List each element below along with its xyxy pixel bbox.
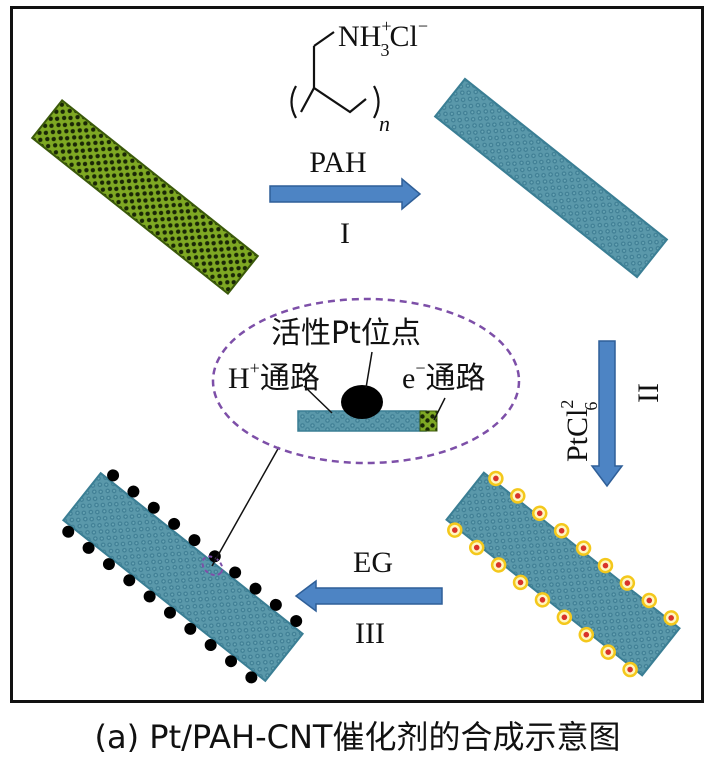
figure-caption: (a) Pt/PAH-CNT催化剂的合成示意图: [94, 718, 621, 756]
ptcl6-precursor-dot: [641, 592, 658, 609]
pt-nanoparticle: [188, 534, 201, 547]
ptcl6-precursor-dot: [531, 505, 548, 522]
ptcl6-precursor-dot: [490, 557, 507, 573]
arrow-step-1: [269, 177, 422, 211]
pt-nanoparticle: [184, 622, 197, 635]
pah-structure: [290, 31, 380, 119]
zoom-marker: [201, 555, 224, 577]
step-3-numeral: III: [355, 617, 385, 650]
pt-nanoparticle: [147, 501, 160, 514]
pt-nanoparticle: [107, 469, 120, 482]
step-2-numeral: II: [632, 383, 665, 403]
active-site-label: 活性Pt位点: [271, 316, 421, 351]
pt-nanoparticle: [62, 525, 75, 538]
ptcl6-precursor-dot: [575, 540, 592, 556]
pt-nanoparticle: [225, 655, 238, 668]
zoom-leader-line: [211, 446, 280, 567]
pt-nanoparticle: [163, 606, 176, 619]
step-1-reagent: PAH: [309, 146, 366, 179]
precursor-loaded-cnt: [445, 470, 681, 678]
step-3-reagent: EG: [353, 546, 393, 579]
pt-nanoparticle: [143, 590, 156, 603]
repeat-unit-n: n: [379, 111, 390, 136]
ptcl6-precursor-dot: [510, 488, 526, 504]
pt-nanoparticle: [82, 541, 95, 554]
ptcl6-precursor-dot: [578, 626, 595, 643]
ptcl6-precursor-dot: [600, 644, 616, 660]
ptcl6-precursor-dot: [622, 661, 638, 678]
pt-nanoparticle: [290, 615, 303, 628]
diagram-frame: [10, 6, 704, 703]
arrow-step-3: [294, 579, 443, 613]
pt-nanoparticle: [168, 517, 181, 530]
ptcl6-precursor-dot: [597, 557, 614, 574]
bare-cnt: [30, 98, 260, 296]
ptcl6-precursor-dot: [663, 610, 679, 626]
pt-loaded-cnt: [61, 469, 305, 684]
pah-amine-label: NH+3Cl−: [338, 16, 428, 60]
zoom-inset: [211, 297, 521, 465]
arrow-step-2: [590, 340, 624, 488]
ptcl6-precursor-dot: [488, 470, 504, 487]
pt-nanoparticle: [245, 671, 258, 684]
pt-nanoparticle: [204, 639, 217, 652]
pt-nanoparticle: [127, 485, 140, 498]
ptcl6-precursor-dot: [556, 609, 573, 626]
pt-nanoparticle: [229, 566, 242, 579]
ptcl6-precursor-dot: [468, 539, 485, 556]
pah-coated-cnt: [433, 77, 669, 279]
ptcl6-precursor-dot: [619, 575, 636, 591]
ptcl6-precursor-dot: [553, 522, 570, 539]
inset-pt-particle: [341, 385, 383, 419]
ptcl6-precursor-dot: [447, 522, 463, 538]
pt-nanoparticle: [102, 558, 115, 571]
proton-path-label: H+通路: [228, 358, 320, 396]
electron-path-label: e−通路: [402, 358, 485, 396]
inset-cnt-bare-end: [419, 410, 438, 432]
ptcl6-precursor-dot: [512, 574, 529, 591]
pt-nanoparticle: [269, 598, 282, 611]
pt-nanoparticle: [123, 574, 136, 587]
step-1-numeral: I: [340, 217, 350, 250]
pt-nanoparticle: [249, 582, 262, 595]
ptcl6-precursor-dot: [534, 592, 551, 608]
